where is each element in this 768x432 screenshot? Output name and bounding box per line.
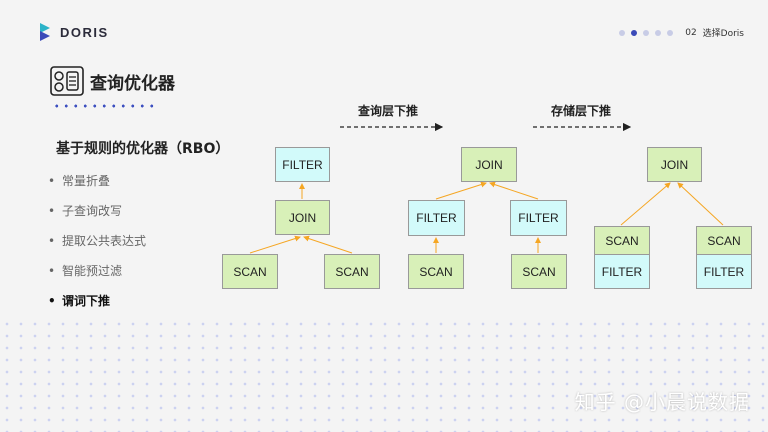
edge (620, 182, 671, 226)
rule-item-active: •谓词下推 (48, 294, 111, 308)
rule-item: •常量折叠 (48, 174, 111, 188)
title-underline (52, 104, 156, 108)
rule-list: •常量折叠 •子查询改写 •提取公共表达式 •智能预过滤 •谓词下推 (48, 172, 146, 322)
node-scan: SCAN (408, 254, 464, 289)
node-scan: SCAN (222, 254, 278, 289)
doris-logo-icon (40, 23, 50, 41)
step-label-query: 查询层下推 (358, 104, 419, 118)
nav-dot[interactable] (619, 29, 626, 36)
edge (677, 182, 724, 226)
node-scan: SCAN (594, 226, 650, 255)
rule-item: •子查询改写 (48, 204, 123, 218)
dotted-background (0, 318, 768, 432)
nav-dot[interactable] (643, 29, 650, 36)
page-label: 选择Doris (702, 29, 744, 39)
node-filter: FILTER (594, 254, 650, 289)
node-scan: SCAN (511, 254, 567, 289)
page-indicator: 02 选择Doris (619, 26, 744, 39)
edge (489, 181, 539, 200)
title-block: 查询优化器 (50, 66, 175, 96)
node-join: JOIN (275, 200, 330, 235)
page-title: 查询优化器 (90, 73, 175, 94)
node-join: JOIN (461, 147, 517, 182)
watermark: 知乎 @小晨说数据 (574, 390, 750, 414)
node-filter: FILTER (696, 254, 752, 289)
node-scan: SCAN (696, 226, 752, 255)
node-filter: FILTER (510, 200, 567, 236)
rule-item: •提取公共表达式 (48, 234, 147, 248)
nav-dot[interactable] (667, 29, 674, 36)
doris-logo: DORIS (38, 22, 109, 42)
node-join: JOIN (647, 147, 702, 182)
step-label-storage: 存储层下推 (551, 104, 612, 118)
optimizer-icon (50, 66, 84, 96)
node-filter: FILTER (408, 200, 465, 236)
logo-text: DORIS (60, 24, 109, 40)
nav-dot[interactable] (655, 29, 662, 36)
page-number: 02 (685, 27, 697, 38)
rule-item: •智能预过滤 (48, 264, 123, 278)
node-scan: SCAN (324, 254, 380, 289)
edge (303, 235, 353, 254)
node-filter: FILTER (275, 147, 330, 182)
edge (249, 235, 301, 254)
nav-dot-active[interactable] (631, 29, 638, 36)
subtitle: 基于规则的优化器（RBO） (56, 141, 230, 157)
edge (435, 181, 487, 200)
